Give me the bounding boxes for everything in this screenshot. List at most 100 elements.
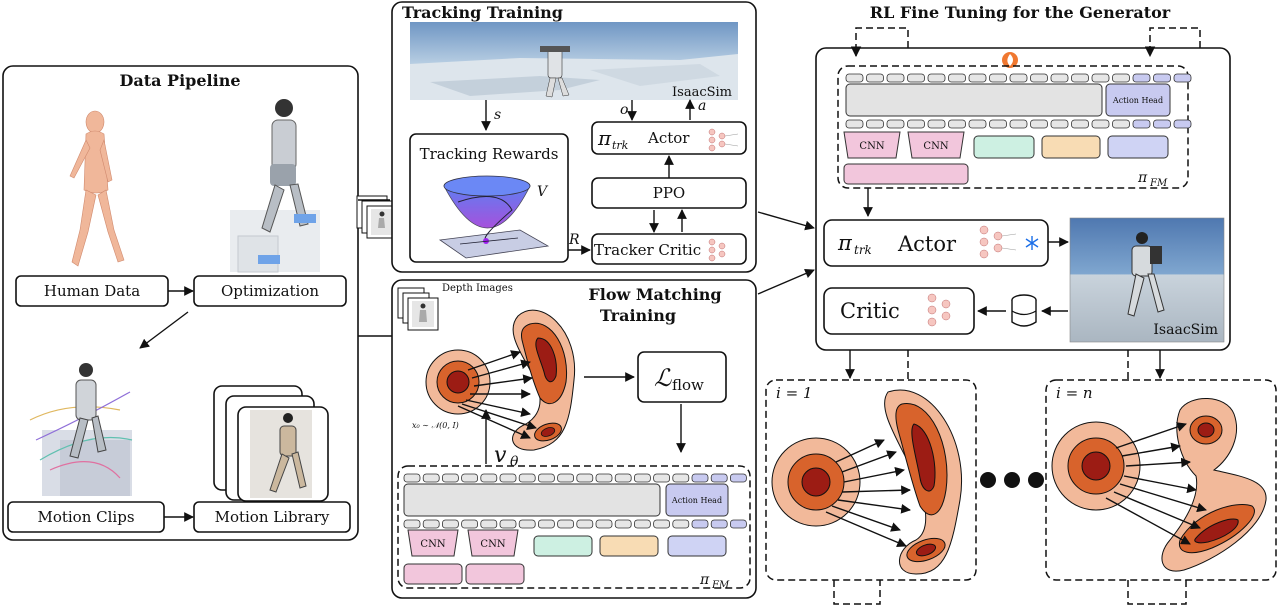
rl-finetuning-title: RL Fine Tuning for the Generator [870, 3, 1171, 22]
isaacsim-label-rl: IsaacSim [1153, 322, 1218, 338]
signal-a: a [698, 98, 706, 114]
tracker-actor-box [591, 121, 747, 155]
rl-depth-input [843, 163, 969, 185]
source-distribution [425, 349, 491, 415]
data-pipeline-panel: Data Pipeline Human Data Optimization [2, 65, 359, 541]
optimization-label: Optimization [221, 282, 319, 300]
token [989, 73, 1007, 83]
token [1030, 119, 1048, 129]
signal-o: o [620, 102, 628, 118]
neural-net-icon-rl-actor [979, 225, 1017, 259]
token [927, 119, 946, 129]
frozen-actor-box [823, 219, 1049, 267]
tracker-critic-label: Tracker Critic [594, 241, 701, 259]
ellipsis-dots [980, 472, 1044, 488]
token [1112, 119, 1130, 129]
token [672, 473, 690, 483]
isaacsim-render-rl: IsaacSim [1069, 217, 1225, 343]
token [1153, 73, 1171, 83]
signal-v: V [537, 184, 549, 200]
iterN-flow-arrows [1105, 422, 1207, 545]
token [422, 473, 440, 483]
token [653, 473, 670, 483]
token [1091, 73, 1110, 83]
token [968, 119, 987, 129]
rl-cnn-label-1: CNN [859, 141, 884, 152]
token [948, 73, 966, 83]
isaacsim-render-top: IsaacSim [410, 22, 738, 100]
pi-fm-subscript: FM [711, 580, 730, 591]
rl-actor-label: Actor [897, 232, 957, 256]
token [886, 73, 905, 83]
rl-command-encoder [1041, 135, 1101, 159]
flow-loss-box [637, 351, 727, 403]
token [1030, 73, 1048, 83]
token [907, 73, 925, 83]
rl-transformer-block [845, 83, 1103, 117]
token [461, 519, 479, 529]
signal-r: R [568, 232, 580, 248]
motion-library-box [193, 501, 351, 533]
tracker-critic-box [591, 233, 747, 265]
rl-finetuning-panel: RL Fine Tuning for the Generator Action … [815, 3, 1231, 380]
optimization-box [193, 275, 347, 307]
token [653, 519, 670, 529]
token [1071, 119, 1089, 129]
token [866, 73, 884, 83]
flow-policy-block: Action Head CNN CNN π FM [397, 465, 751, 591]
rl-bottom-token-row [845, 119, 1192, 129]
token [730, 473, 747, 483]
token [845, 119, 864, 129]
top-token-row [403, 473, 747, 483]
token [538, 473, 555, 483]
token [1009, 73, 1028, 83]
token [710, 473, 728, 483]
value-bowl-icon [438, 175, 550, 259]
token [614, 519, 632, 529]
action-head-label: Action Head [671, 496, 722, 505]
noisy-action-encoder [667, 535, 727, 557]
motion-clip-robot-icon [29, 363, 133, 496]
token [557, 519, 574, 529]
rl-pi-fm-symbol: π [1137, 170, 1148, 186]
rl-action-head-label: Action Head [1112, 96, 1163, 105]
flow-matching-title-1: Flow Matching [588, 285, 721, 304]
critic-label: Critic [840, 299, 900, 323]
ppo-label: PPO [653, 184, 685, 202]
token [480, 473, 498, 483]
loss-subscript: flow [672, 376, 704, 394]
token [480, 519, 498, 529]
depth-input-1 [403, 563, 463, 585]
depth-input-2 [465, 563, 525, 585]
token [403, 519, 421, 529]
token [518, 519, 536, 529]
command-encoder [599, 535, 659, 557]
motion-library-label: Motion Library [215, 508, 330, 526]
target-distribution [512, 309, 576, 451]
token [927, 73, 946, 83]
token [691, 473, 709, 483]
depth-thumbnail-stack [356, 195, 398, 239]
action-head-box [665, 483, 729, 517]
iteration-first-panel: i = 1 [765, 379, 977, 581]
tracking-training-title: Tracking Training [402, 3, 563, 22]
token [595, 473, 613, 483]
rl-noisy-action-encoder [1107, 135, 1169, 159]
token [499, 473, 517, 483]
token [499, 519, 517, 529]
token [886, 119, 905, 129]
token [691, 519, 709, 529]
token [907, 119, 925, 129]
cnn-encoder-1 [407, 529, 459, 557]
iter1-target-distribution [884, 389, 962, 575]
token [441, 473, 459, 483]
token [1050, 73, 1069, 83]
v-theta-subscript: θ [510, 454, 519, 470]
neural-net-icon [708, 128, 739, 152]
database-icon [1011, 294, 1037, 327]
token [730, 519, 747, 529]
isaacsim-label-top: IsaacSim [672, 85, 732, 100]
critic-box [823, 287, 975, 335]
human-data-label: Human Data [44, 282, 140, 300]
actor-pi-symbol: π [597, 126, 612, 150]
